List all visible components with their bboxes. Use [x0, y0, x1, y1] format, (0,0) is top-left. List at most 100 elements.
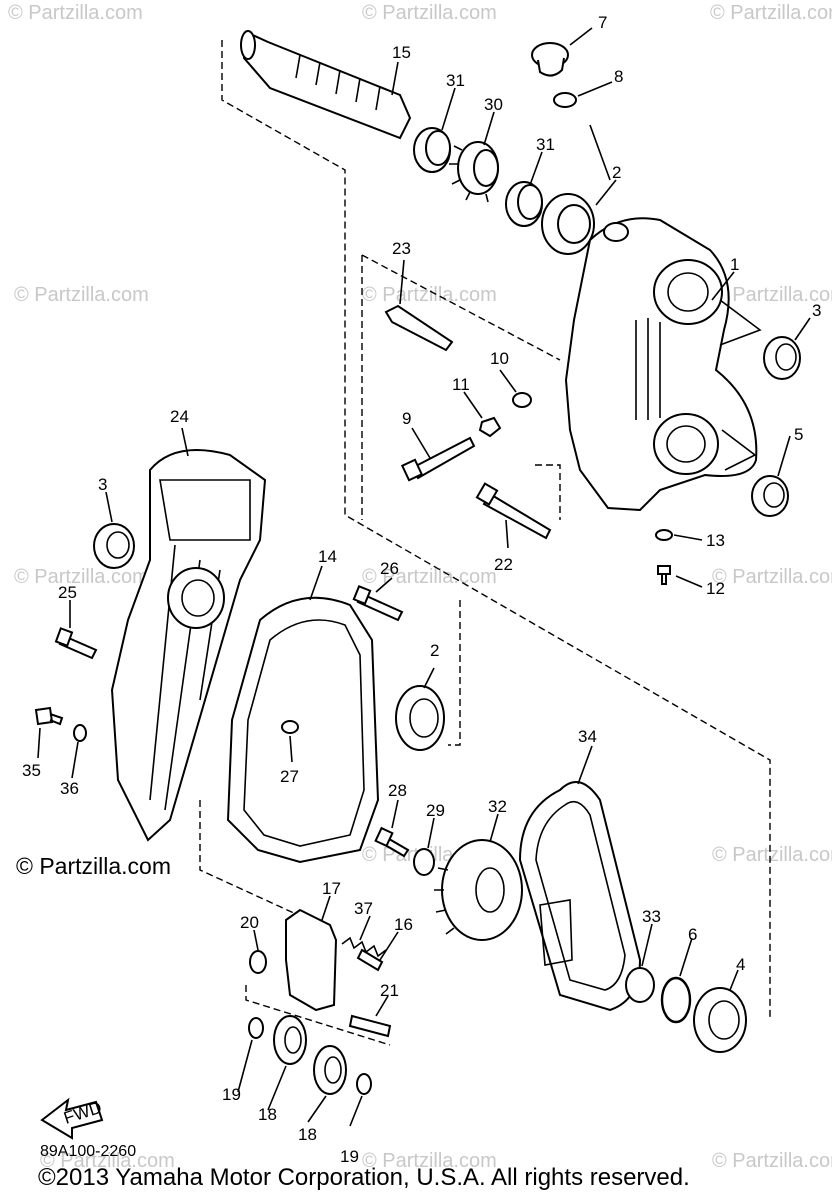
gear-part-30: [449, 141, 499, 203]
washer-part-29: [413, 848, 435, 876]
callout-8: 8: [614, 67, 623, 86]
spring-part-37: [341, 936, 387, 972]
washer-part-19-left: [248, 1017, 264, 1039]
assembly-frame-lines: [199, 40, 771, 1046]
callout-31-upper: 31: [446, 71, 465, 90]
bearing-part-4: [693, 987, 747, 1053]
collar-part-33: [625, 967, 655, 1003]
tensioner-part-17: [285, 908, 338, 1012]
callout-19-right: 19: [340, 1147, 359, 1166]
copyright-notice: ©2013 Yamaha Motor Corporation, U.S.A. A…: [38, 1164, 690, 1191]
callout-34: 34: [578, 727, 597, 746]
callout-2-upper: 2: [612, 163, 621, 182]
callout-25: 25: [58, 583, 77, 602]
callout-28: 28: [388, 781, 407, 800]
bearing-part-2-upper: [541, 193, 595, 255]
nut-part-10: [512, 392, 532, 408]
callout-2-lower: 2: [430, 641, 439, 660]
plug-part-7: [531, 42, 569, 77]
leader-lines: [37, 27, 811, 1127]
sprocket-part-32: [434, 839, 523, 941]
seal-part-3-right: [763, 336, 801, 380]
bolt-part-28: [374, 826, 410, 858]
shaft-part-15: [240, 30, 412, 140]
watermark: © Partzilla.com: [8, 2, 143, 24]
callout-14: 14: [318, 547, 337, 566]
callout-31-lower: 31: [536, 135, 555, 154]
callout-32: 32: [488, 797, 507, 816]
bolt-part-12: [657, 565, 671, 585]
callout-33: 33: [642, 907, 661, 926]
watermark: © Partzilla.com: [14, 284, 149, 306]
bearing-part-31a: [413, 127, 451, 173]
watermark: © Partzilla.com: [362, 2, 497, 24]
cover-part-24: [110, 449, 267, 842]
forward-arrow-icon: FWD: [40, 1097, 104, 1140]
watermark: © Partzilla.com: [362, 1150, 497, 1172]
oring-part-8: [553, 92, 577, 108]
callout-20: 20: [240, 913, 259, 932]
callout-36: 36: [60, 779, 79, 798]
watermark: © Partzilla.com: [362, 284, 497, 306]
washer-part-36: [73, 724, 87, 742]
washer-part-19-right: [356, 1073, 372, 1095]
callout-6: 6: [688, 925, 697, 944]
seal-part-3-left: [93, 523, 135, 569]
bolt-part-21: [348, 1014, 392, 1038]
nut-part-11: [478, 416, 502, 438]
watermark: © Partzilla.com: [710, 2, 832, 24]
bolt-part-22: [475, 482, 552, 540]
callout-35: 35: [22, 761, 41, 780]
callout-24: 24: [170, 407, 189, 426]
watermark: © Partzilla.com: [712, 1150, 832, 1172]
bolt-part-26: [352, 584, 404, 622]
bearing-part-2-lower: [395, 685, 445, 751]
bolt-part-9: [400, 436, 476, 482]
callout-16: 16: [394, 915, 413, 934]
callout-3-left: 3: [98, 475, 107, 494]
callout-15: 15: [392, 43, 411, 62]
callout-23: 23: [392, 239, 411, 258]
bolt-part-23: [384, 304, 454, 352]
callout-27: 27: [280, 767, 299, 786]
callout-10: 10: [490, 349, 509, 368]
callout-9: 9: [402, 409, 411, 428]
callout-29: 29: [426, 801, 445, 820]
watermark: © Partzilla.com: [712, 844, 832, 866]
washer-part-13: [655, 529, 673, 541]
bolt-part-25: [54, 627, 98, 660]
partzilla-credit: © Partzilla.com: [16, 853, 171, 879]
bolt-part-35: [34, 706, 64, 726]
chain-part-34: [518, 781, 642, 1012]
circlip-part-6: [660, 976, 692, 1024]
watermark: © Partzilla.com: [40, 1150, 175, 1172]
callout-13: 13: [706, 531, 725, 550]
pin-part-27: [281, 720, 299, 734]
seal-part-5: [751, 475, 789, 517]
callout-5: 5: [794, 425, 803, 444]
callout-7: 7: [598, 13, 607, 32]
callout-4: 4: [736, 955, 745, 974]
bearing-part-18b: [313, 1045, 347, 1095]
diagram-code: 89A100-2260: [40, 1143, 137, 1160]
washer-part-20: [249, 950, 267, 974]
callout-1: 1: [730, 255, 739, 274]
watermark: © Partzilla.com: [712, 566, 832, 588]
callout-18-right: 18: [298, 1125, 317, 1144]
callout-21: 21: [380, 981, 399, 1000]
bearing-part-31b: [505, 181, 543, 227]
gasket-part-14: [226, 596, 380, 864]
callout-30: 30: [484, 95, 503, 114]
callout-17: 17: [322, 879, 341, 898]
callout-11: 11: [452, 375, 470, 394]
case-part-1: [564, 217, 762, 512]
callout-37: 37: [354, 899, 373, 918]
callout-labels: 1 2 2 3 3 4 5 6 7 8 9 10 11 12 13 14 15 …: [22, 13, 821, 1166]
callout-19-left: 19: [222, 1085, 241, 1104]
callout-22: 22: [494, 555, 513, 574]
bearing-part-18a: [273, 1015, 307, 1065]
callout-18-left: 18: [258, 1105, 277, 1124]
callout-3-right: 3: [812, 301, 821, 320]
callout-26: 26: [380, 559, 399, 578]
